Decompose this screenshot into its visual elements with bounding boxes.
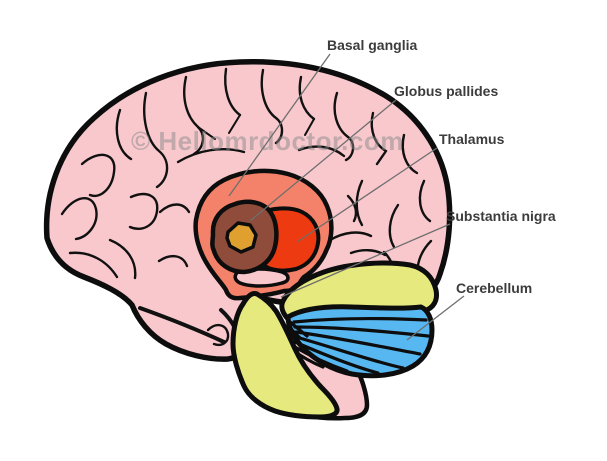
sulcus-line <box>328 231 373 242</box>
leader-substantia-nigra <box>280 223 451 298</box>
sulcus-line <box>176 148 246 164</box>
sulcus-line <box>401 133 419 175</box>
sulcus-line <box>228 114 241 134</box>
striation-line <box>294 335 405 370</box>
sulcus-line <box>304 118 315 136</box>
sulcus-line <box>138 306 226 344</box>
sulcus-line <box>370 111 388 166</box>
sulcus-line <box>298 75 316 121</box>
sulcus-line <box>115 108 133 161</box>
sulcus-line <box>197 126 216 140</box>
leader-thalamus <box>296 147 438 243</box>
sulcus-line <box>333 91 355 162</box>
basal-ganglia-core <box>225 221 258 254</box>
sulcus-line <box>418 179 432 223</box>
sulcus-line <box>388 203 400 249</box>
sulcus-line <box>108 238 137 280</box>
striation-line <box>294 330 422 356</box>
sulcus-line <box>224 67 242 117</box>
sulcus-line <box>346 194 358 223</box>
sulcus-line <box>68 251 119 279</box>
striation-line <box>292 317 428 324</box>
anatomy-labels: Basal ganglia Globus pallides Thalamus S… <box>327 37 556 296</box>
striation-line <box>288 320 309 338</box>
sulcus-line <box>157 254 189 268</box>
sulcus-line <box>297 145 346 158</box>
cerebellum-striations <box>286 317 430 375</box>
label-substantia-nigra: Substantia nigra <box>446 208 556 224</box>
sulcus-line <box>206 323 230 347</box>
sulcus-line <box>260 68 284 145</box>
label-cerebellum: Cerebellum <box>456 280 532 296</box>
sulcus-line <box>143 91 169 189</box>
sulcus-line <box>128 192 159 230</box>
sulcus-line <box>60 197 98 241</box>
sulcus-line <box>158 203 191 214</box>
brainstem-shape <box>230 291 340 420</box>
label-basal-ganglia: Basal ganglia <box>327 37 417 53</box>
striation-line <box>293 340 380 375</box>
leader-globus-pallides <box>249 99 397 222</box>
sulcus-line <box>355 179 364 227</box>
striation-line <box>291 344 349 373</box>
label-globus-pallides: Globus pallides <box>394 83 498 99</box>
label-thalamus: Thalamus <box>439 131 505 147</box>
leader-basal-ganglia <box>228 53 331 197</box>
leader-lines <box>228 53 465 341</box>
leader-cerebellum <box>406 295 465 341</box>
sulcus-line <box>80 153 116 198</box>
striation-line <box>286 324 302 340</box>
